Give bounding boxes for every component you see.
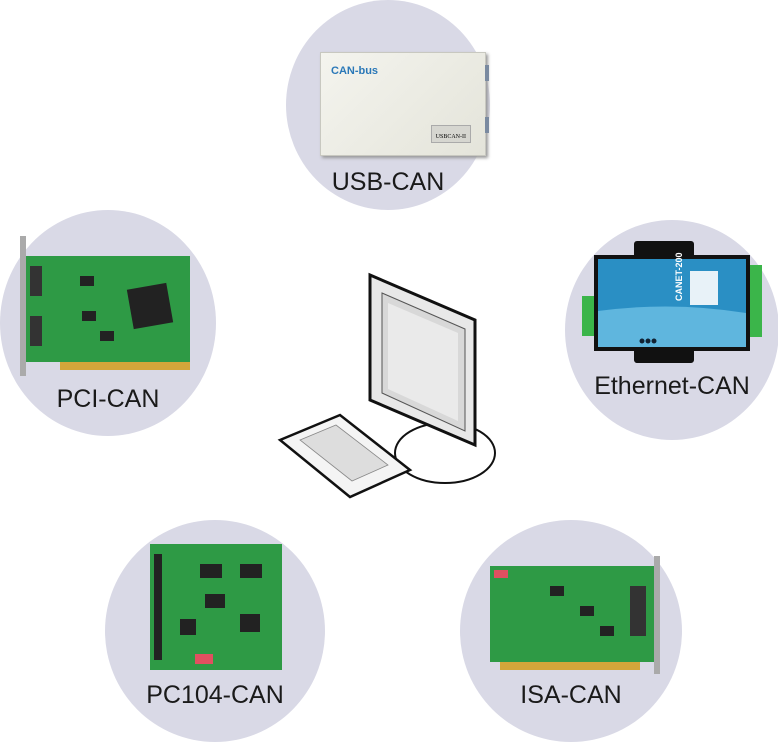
usb-model-plate: USBCAN-II (430, 125, 471, 143)
isa-can-card (490, 556, 662, 674)
usb-can-label: USB-CAN (331, 168, 445, 196)
svg-text:CANET-200: CANET-200 (674, 252, 684, 301)
computer-icon (270, 265, 510, 500)
pc104-can-card (150, 544, 282, 670)
usb-device-text: CAN-bus (331, 65, 379, 77)
pci-can-label: PCI-CAN (56, 385, 160, 413)
pci-can-card (20, 236, 198, 376)
ethernet-can-device: CANET-200 (582, 241, 764, 364)
pc104-can-label: PC104-CAN (146, 681, 284, 709)
usb-can-device: CAN-bus USBCAN-II (320, 52, 489, 156)
ethernet-can-label: Ethernet-CAN (594, 372, 750, 400)
isa-can-label: ISA-CAN (520, 681, 622, 709)
